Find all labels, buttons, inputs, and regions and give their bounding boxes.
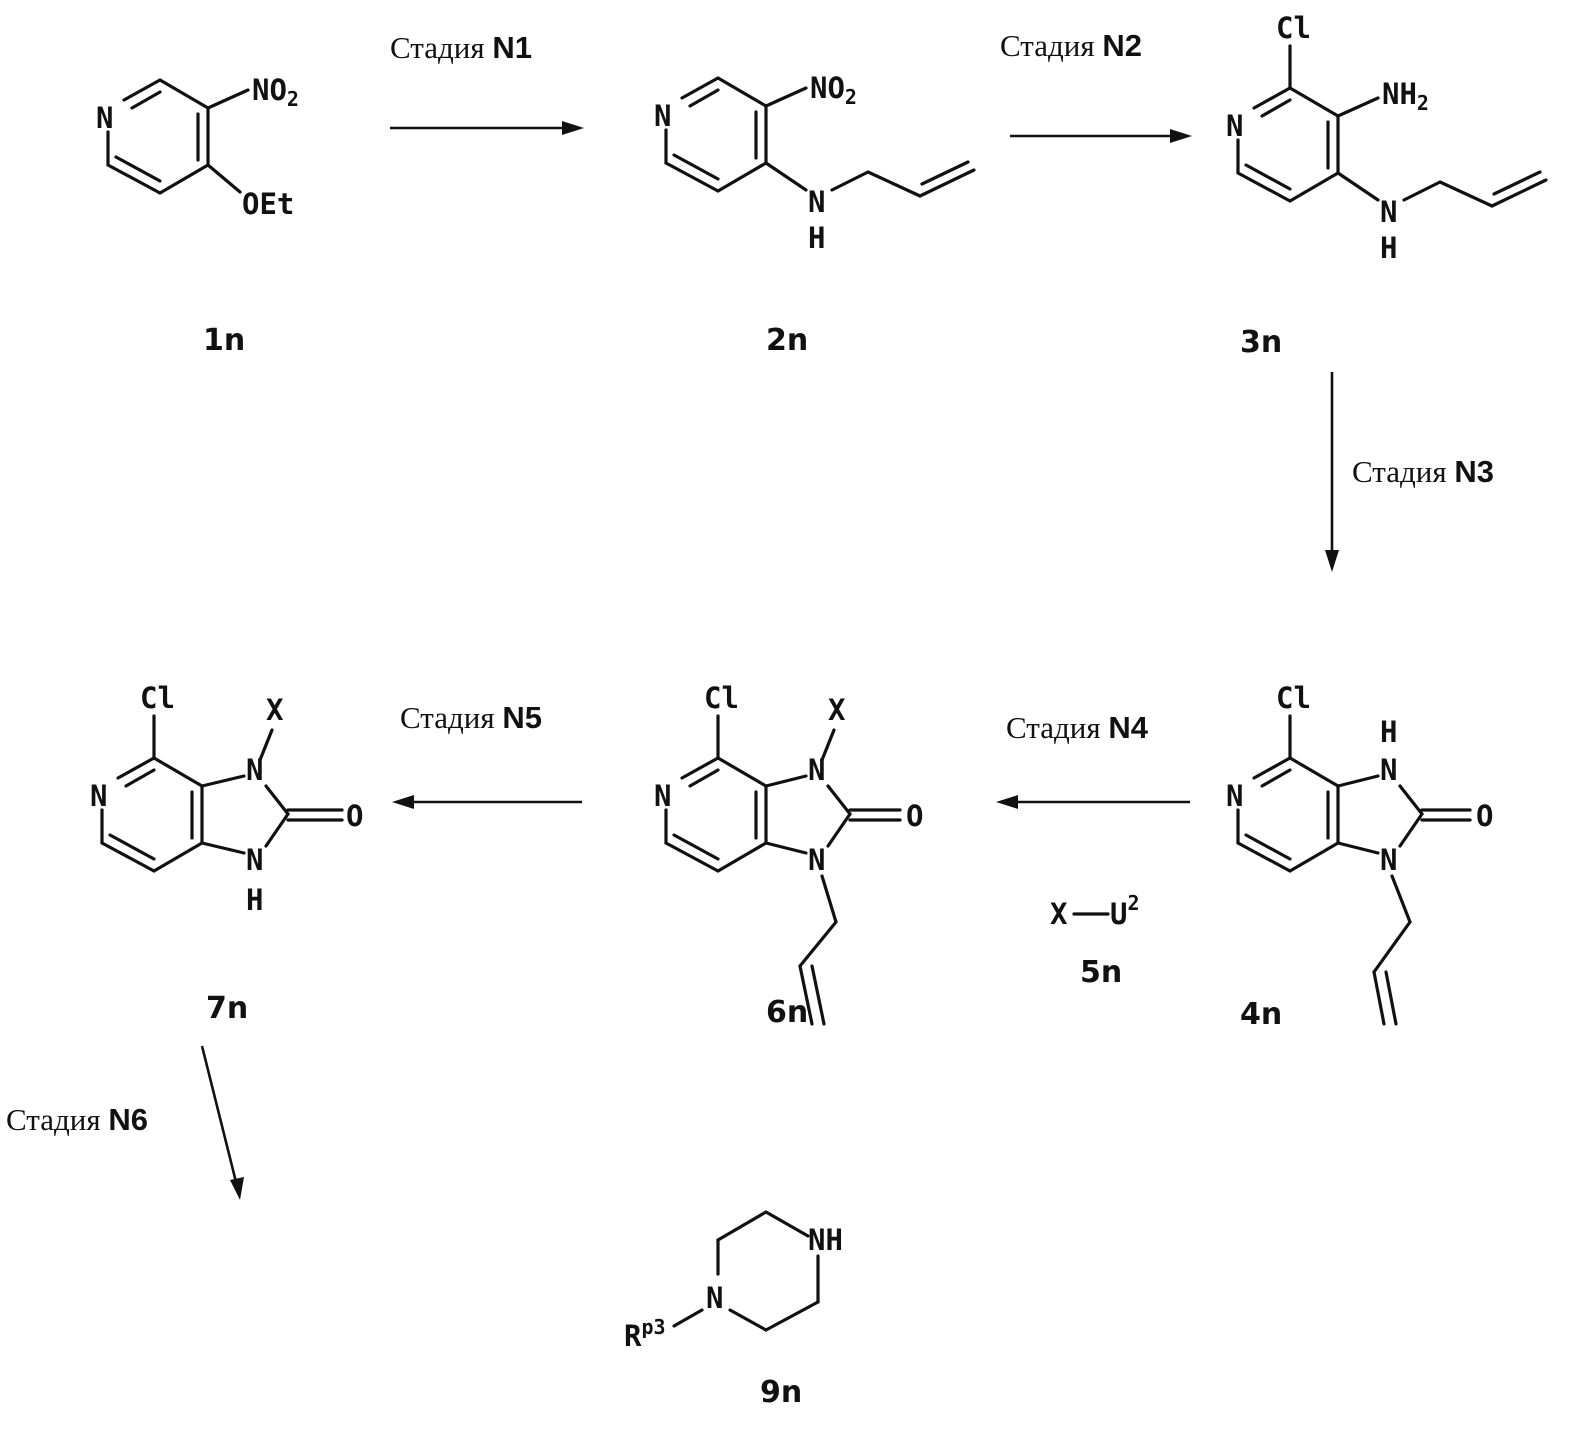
arrowhead-n1 bbox=[562, 121, 584, 135]
arrowhead-n6 bbox=[230, 1177, 244, 1200]
stage-n6-label: Стадия N6 bbox=[6, 1102, 148, 1137]
ring-nitrogen-3n: N bbox=[1226, 109, 1243, 143]
compound-2n: N NO2 N H bbox=[654, 71, 974, 255]
substituent-rp3: Rp3 bbox=[624, 1315, 666, 1353]
compound-6n: N Cl X N N O bbox=[654, 681, 923, 1024]
chlorine-4n: Cl bbox=[1276, 681, 1311, 715]
carbonyl-oxygen-4n: O bbox=[1476, 799, 1493, 833]
stage-n5-label: Стадия N5 bbox=[400, 700, 542, 735]
label-7n: 7n bbox=[206, 991, 248, 1026]
arrowhead-n2 bbox=[1170, 129, 1192, 143]
compound-1n: N NO2 OEt bbox=[96, 73, 299, 221]
chlorine-7n: Cl bbox=[140, 681, 175, 715]
ethoxy-group-1n: OEt bbox=[242, 187, 294, 221]
ring-nitrogen-6n: N bbox=[654, 779, 671, 813]
arrowhead-n5 bbox=[392, 795, 414, 809]
arrow-n6 bbox=[202, 1046, 236, 1182]
label-4n: 4n bbox=[1240, 997, 1282, 1032]
carbonyl-oxygen-7n: O bbox=[346, 799, 363, 833]
label-2n: 2n bbox=[766, 323, 808, 358]
arrowhead-n3 bbox=[1325, 550, 1339, 572]
stage-n1-label: Стадия N1 bbox=[390, 30, 532, 65]
imidazole-nitrogen-3-7n: N bbox=[246, 753, 263, 787]
reagent-x: X bbox=[1050, 897, 1068, 931]
label-6n: 6n bbox=[766, 995, 808, 1030]
amine-hydrogen-2n: H bbox=[808, 221, 825, 255]
compound-7n: N Cl X N N H O bbox=[90, 681, 363, 917]
carbonyl-oxygen-6n: O bbox=[906, 799, 923, 833]
amine-nitrogen-3n: N bbox=[1380, 195, 1397, 229]
piperazine-nh: NH bbox=[808, 1223, 843, 1257]
stage-n4-label: Стадия N4 bbox=[1006, 710, 1149, 745]
amino-group-3n: NH2 bbox=[1382, 77, 1429, 115]
chlorine-3n: Cl bbox=[1276, 11, 1311, 45]
label-1n: 1n bbox=[203, 323, 245, 358]
nitro-group-1n: NO2 bbox=[252, 73, 299, 111]
nh-hydrogen-7n: H bbox=[246, 883, 263, 917]
label-5n: 5n bbox=[1080, 955, 1122, 990]
amine-hydrogen-3n: H bbox=[1380, 231, 1397, 265]
compound-3n: N Cl NH2 N H bbox=[1226, 11, 1546, 265]
stage-n2-label: Стадия N2 bbox=[1000, 28, 1142, 63]
chlorine-6n: Cl bbox=[704, 681, 739, 715]
ring-nitrogen-2n: N bbox=[654, 99, 671, 133]
nitro-group-2n: NO2 bbox=[810, 71, 857, 109]
arrowhead-n4 bbox=[996, 795, 1018, 809]
substituent-x-7n: X bbox=[266, 693, 284, 727]
compound-4n: N Cl H N N O bbox=[1226, 681, 1493, 1024]
piperazine-nitrogen-1: N bbox=[706, 1281, 723, 1315]
label-9n: 9n bbox=[760, 1375, 802, 1410]
ring-nitrogen-7n: N bbox=[90, 779, 107, 813]
label-3n: 3n bbox=[1240, 325, 1282, 360]
leaving-group-u2: U2 bbox=[1110, 891, 1140, 931]
imidazole-nitrogen-1-7n: N bbox=[246, 843, 263, 877]
amine-nitrogen-2n: N bbox=[808, 185, 825, 219]
compound-9n: N NH Rp3 bbox=[624, 1212, 843, 1353]
imidazole-nitrogen-1-6n: N bbox=[808, 843, 825, 877]
nh-hydrogen-4n: H bbox=[1380, 715, 1397, 749]
reagent-5n: X U2 bbox=[1050, 891, 1140, 931]
imidazole-nitrogen-3-4n: N bbox=[1380, 753, 1397, 787]
ring-nitrogen-4n: N bbox=[1226, 779, 1243, 813]
imidazole-nitrogen-1-4n: N bbox=[1380, 843, 1397, 877]
ring-nitrogen-1n: N bbox=[96, 101, 113, 135]
substituent-x-6n: X bbox=[828, 693, 846, 727]
stage-n3-label: Стадия N3 bbox=[1352, 454, 1494, 489]
imidazole-nitrogen-3-6n: N bbox=[808, 753, 825, 787]
